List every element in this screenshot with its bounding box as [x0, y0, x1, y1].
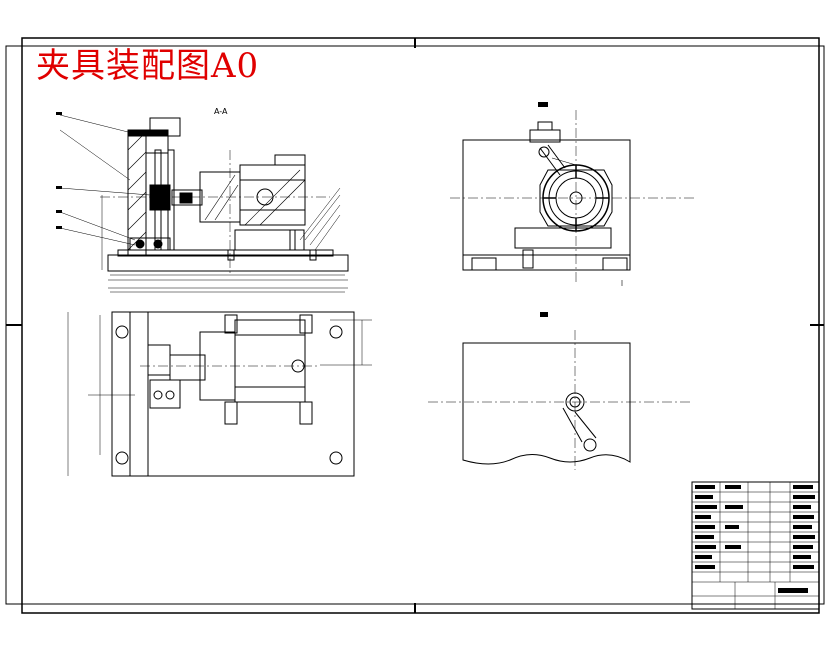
- title-block: [691, 481, 820, 610]
- drawing-title: 夹具装配图A0: [36, 46, 260, 86]
- top-view: [67, 311, 372, 477]
- side-view: [450, 110, 695, 286]
- front-section-view: [59, 114, 349, 293]
- section-label: A-A: [214, 107, 228, 116]
- b-view: [428, 330, 690, 470]
